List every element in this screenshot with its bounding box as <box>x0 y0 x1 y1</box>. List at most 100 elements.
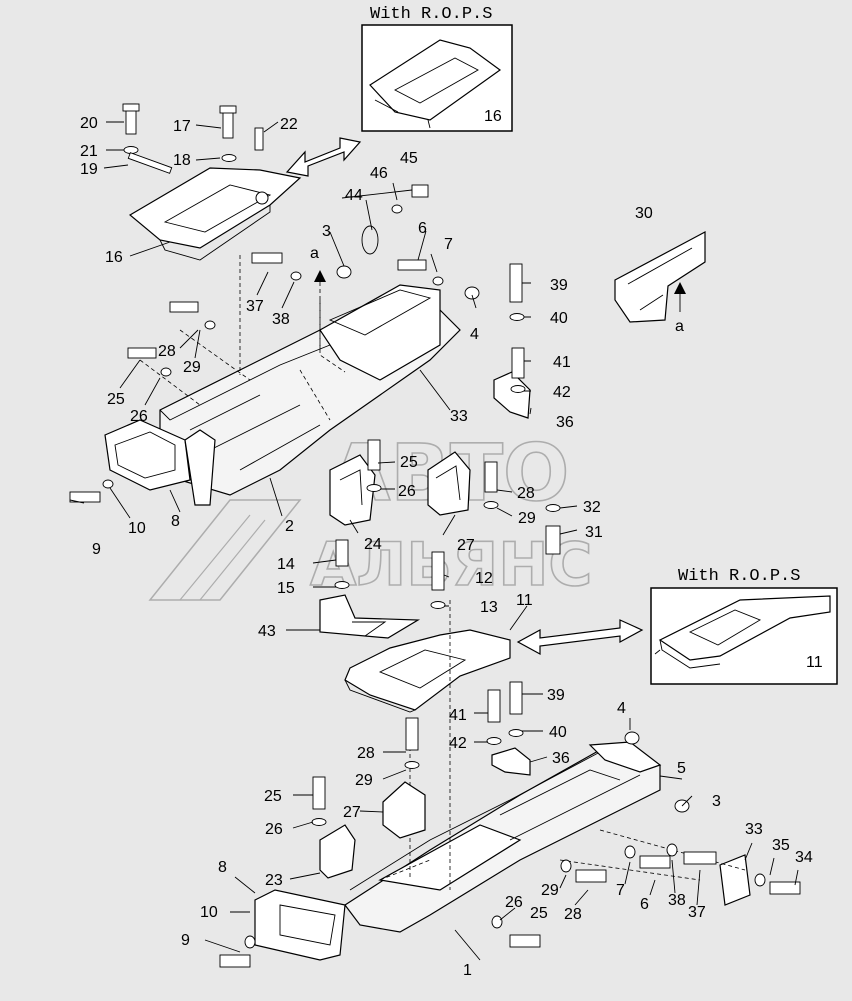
label-26-upper: 26 <box>130 408 148 425</box>
label-43: 43 <box>258 623 276 640</box>
label-1: 1 <box>463 962 472 979</box>
inset-top-title: With R.O.P.S <box>370 5 492 24</box>
label-27-lower: 27 <box>343 804 361 821</box>
label-46: 46 <box>370 165 388 182</box>
label-30: 30 <box>635 205 653 222</box>
upper-frame <box>104 255 461 506</box>
label-29-lower2: 29 <box>541 882 559 899</box>
label-33-lower: 33 <box>745 821 763 838</box>
label-6-lower: 6 <box>640 896 649 913</box>
arrow-a-right: a <box>674 282 686 335</box>
label-33-upper: 33 <box>450 408 468 425</box>
label-28-lower: 28 <box>357 745 375 762</box>
label-4-upper: 4 <box>470 326 479 343</box>
label-42-lower: 42 <box>449 735 467 752</box>
cover-30 <box>614 231 706 323</box>
label-29-mid: 29 <box>518 510 536 527</box>
label-34: 34 <box>795 849 813 866</box>
label-28-lower2: 28 <box>564 906 582 923</box>
label-10-upper: 10 <box>128 520 146 537</box>
double-arrow-top <box>285 137 362 177</box>
label-36-upper: 36 <box>556 414 574 431</box>
label-35: 35 <box>772 837 790 854</box>
label-8-lower: 8 <box>218 859 227 876</box>
label-18: 18 <box>173 152 191 169</box>
label-24: 24 <box>364 536 382 553</box>
label-6-upper: 6 <box>418 220 427 237</box>
label-40-upper: 40 <box>550 310 568 327</box>
label-13: 13 <box>480 599 498 616</box>
label-12: 12 <box>475 570 493 587</box>
label-36-lower: 36 <box>552 750 570 767</box>
label-20: 20 <box>80 115 98 132</box>
plate-11 <box>344 629 511 713</box>
label-9-upper: 9 <box>92 541 101 558</box>
bracket-27-lower <box>382 781 426 839</box>
label-15: 15 <box>277 580 295 597</box>
label-2: 2 <box>285 518 294 535</box>
label-26-lower2: 26 <box>505 894 523 911</box>
label-14: 14 <box>277 556 295 573</box>
inset-rops-right: With R.O.P.S 11 <box>650 567 838 685</box>
label-26-mid: 26 <box>398 483 416 500</box>
label-32: 32 <box>583 499 601 516</box>
fasteners <box>69 103 801 968</box>
label-25-upper: 25 <box>107 391 125 408</box>
bracket-27-upper <box>427 451 471 516</box>
label-25-lower: 25 <box>264 788 282 805</box>
inset-right-label-11: 11 <box>806 654 823 671</box>
inset-rops-top: With R.O.P.S 16 <box>361 5 513 132</box>
arrow-letter-a-right: a <box>675 318 684 335</box>
label-17: 17 <box>173 118 191 135</box>
label-39-lower: 39 <box>547 687 565 704</box>
label-5: 5 <box>677 760 686 777</box>
label-25-mid: 25 <box>400 454 418 471</box>
label-38-lower: 38 <box>668 892 686 909</box>
double-arrow-right <box>516 619 644 656</box>
label-25-lower2: 25 <box>530 905 548 922</box>
arrow-a-upper: a <box>310 245 326 350</box>
inset-right-title: With R.O.P.S <box>678 567 800 586</box>
bracket-23 <box>319 824 356 879</box>
label-37-lower: 37 <box>688 904 706 921</box>
label-4-lower: 4 <box>617 700 626 717</box>
label-40-lower: 40 <box>549 724 567 741</box>
label-23: 23 <box>265 872 283 889</box>
inset-top-label-16: 16 <box>484 108 502 125</box>
label-9-lower: 9 <box>181 932 190 949</box>
label-45: 45 <box>400 150 418 167</box>
label-28-mid: 28 <box>517 485 535 502</box>
label-39-upper: 39 <box>550 277 568 294</box>
label-16: 16 <box>105 249 123 266</box>
main-frame-1 <box>254 600 751 961</box>
label-22: 22 <box>280 116 298 133</box>
label-42-upper: 42 <box>553 384 571 401</box>
callout-lines <box>69 121 799 961</box>
label-26-lower: 26 <box>265 821 283 838</box>
label-19: 19 <box>80 161 98 178</box>
part-labels: 20 17 22 21 18 19 16 45 46 44 3 6 7 37 3… <box>80 115 813 979</box>
plate-43 <box>319 594 421 639</box>
label-44: 44 <box>345 187 363 204</box>
label-28-upper: 28 <box>158 343 176 360</box>
bracket-24 <box>329 454 376 526</box>
label-41-lower: 41 <box>449 707 467 724</box>
label-8-upper: 8 <box>171 513 180 530</box>
label-27-upper: 27 <box>457 537 475 554</box>
label-21: 21 <box>80 143 98 160</box>
label-31: 31 <box>585 524 603 541</box>
bracket-36-upper <box>493 371 531 419</box>
label-37-upper: 37 <box>246 298 264 315</box>
arrow-letter-a-upper: a <box>310 245 319 262</box>
floor-plate-16 <box>128 167 302 261</box>
label-3-lower: 3 <box>712 793 721 810</box>
label-38-upper: 38 <box>272 311 290 328</box>
label-41-upper: 41 <box>553 354 571 371</box>
label-11: 11 <box>516 592 533 609</box>
label-7-upper: 7 <box>444 236 453 253</box>
label-3-upper: 3 <box>322 223 331 240</box>
bracket-36-lower <box>491 747 531 776</box>
label-7-lower: 7 <box>616 882 625 899</box>
